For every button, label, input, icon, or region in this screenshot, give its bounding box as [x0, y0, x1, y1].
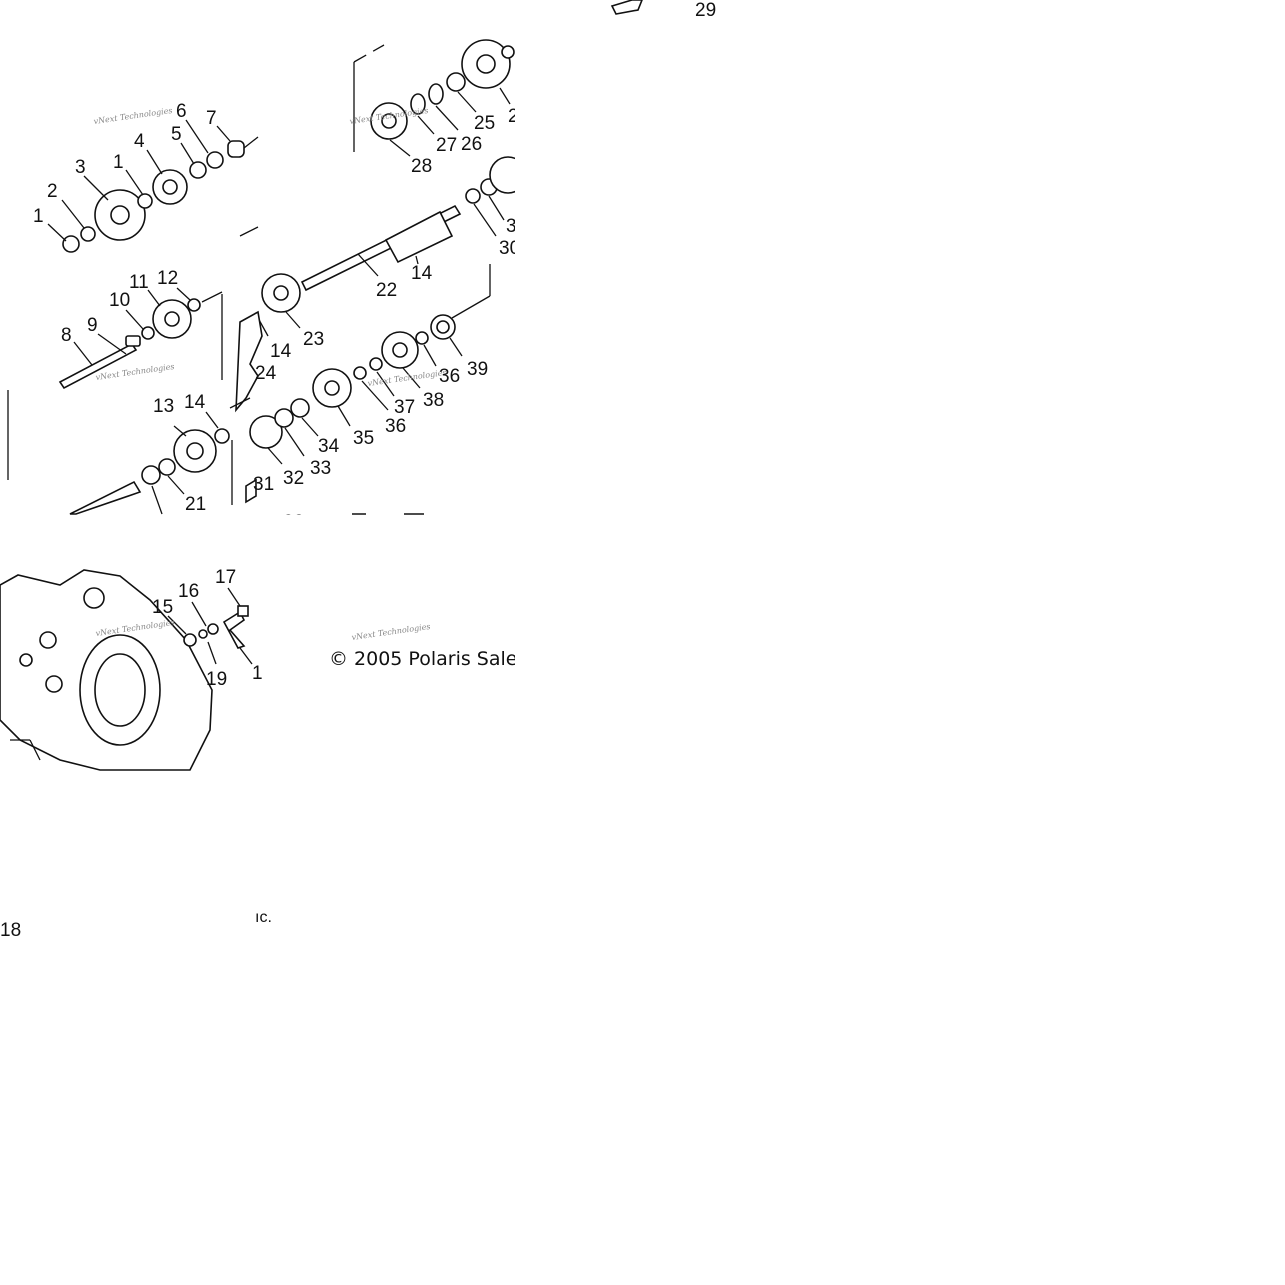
callout-label: 1 — [252, 663, 263, 684]
callout-label: 30 — [499, 238, 520, 259]
callout-label: 17 — [215, 567, 236, 588]
watermark-text: vNext Technologies — [351, 622, 431, 642]
callout-label: 38 — [423, 390, 444, 411]
callout-label: 3 — [506, 216, 517, 237]
callout-label: 9 — [87, 315, 98, 336]
callout-label: 26 — [461, 134, 482, 155]
callout-label: 8 — [61, 325, 72, 346]
callout-label: 32 — [283, 468, 304, 489]
callout-label: 33 — [310, 458, 331, 479]
callout-label: 28 — [411, 156, 432, 177]
callout-label: 37 — [394, 397, 415, 418]
gap-band — [0, 515, 330, 565]
fragment-text-inc: ıc. — [255, 909, 272, 926]
callout-label: 39 — [467, 359, 488, 380]
callout-label: 31 — [253, 474, 274, 495]
callout-label: 21 — [185, 494, 206, 515]
callout-label: 16 — [178, 581, 199, 602]
callout-label: 5 — [171, 124, 182, 145]
fragment-label-29: 29 — [695, 0, 716, 21]
watermark-text: vNext Technologies — [367, 368, 447, 388]
callout-label: 36 — [439, 366, 460, 387]
callout-label: 6 — [176, 101, 187, 122]
callout-label: 3 — [75, 157, 86, 178]
callout-label: 19 — [206, 669, 227, 690]
callout-label: 25 — [474, 113, 495, 134]
callout-label: 22 — [376, 280, 397, 301]
callout-label: 24 — [255, 363, 277, 384]
callout-label: 14 — [411, 263, 433, 284]
callout-label: 34 — [318, 436, 340, 457]
callout-label: 14 — [270, 341, 292, 362]
callout-label: 2 — [47, 181, 58, 202]
callout-label: 27 — [436, 135, 457, 156]
callout-label: 23 — [303, 329, 324, 350]
watermark-text: vNext Technologies — [93, 106, 173, 126]
blank-area — [515, 30, 1285, 790]
callout-label: 2 — [508, 106, 519, 127]
diagram-artwork — [0, 0, 643, 771]
callout-label: 35 — [353, 428, 374, 449]
callout-label: 14 — [184, 392, 206, 413]
callout-label: 1 — [113, 152, 124, 173]
callout-label: 15 — [152, 597, 173, 618]
callout-label: 10 — [109, 290, 130, 311]
callout-label: 13 — [153, 396, 174, 417]
callout-label: 7 — [206, 108, 217, 129]
callout-label: 11 — [129, 272, 149, 293]
callout-label: 12 — [157, 268, 178, 289]
copyright-notice: © 2005 Polaris Sales In — [329, 648, 551, 670]
callout-label: 4 — [134, 131, 145, 152]
callout-label: 1 — [33, 206, 44, 227]
fragment-label-18: 18 — [0, 920, 21, 941]
callout-label: 36 — [385, 416, 406, 437]
